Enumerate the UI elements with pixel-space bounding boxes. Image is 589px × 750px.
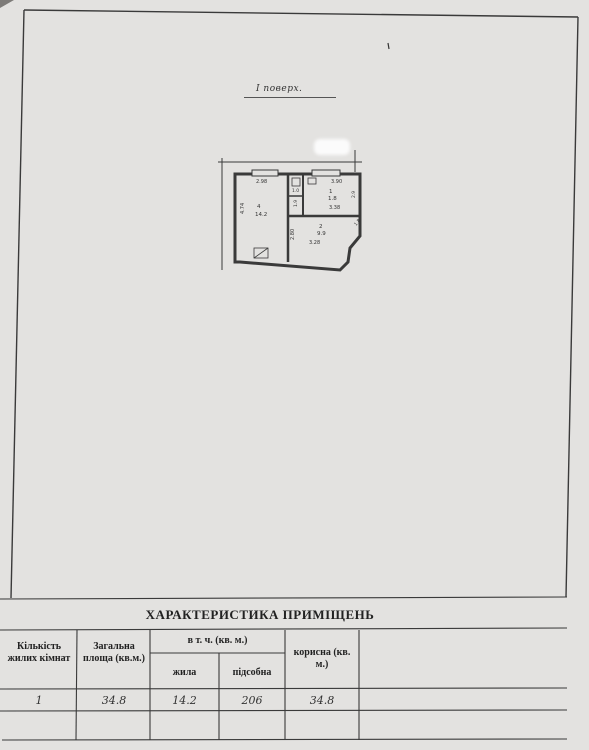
dim-bath-height: 1.9 xyxy=(293,200,299,207)
cell-total-area: 34.8 xyxy=(101,694,127,707)
header-rooms-count: Кількість жилих кімнат xyxy=(7,641,71,664)
sink-fixture xyxy=(307,177,317,185)
room-number-4: 4 xyxy=(257,204,261,210)
table-grid xyxy=(0,596,568,741)
dim-top-left: 2.98 xyxy=(256,179,267,185)
window-top-right xyxy=(311,169,341,177)
ink-mark xyxy=(387,42,390,50)
outer-walls xyxy=(233,172,362,272)
cell-living: 14.2 xyxy=(172,694,197,707)
dim-top-right: 3.90 xyxy=(331,179,342,185)
header-useful: корисна (кв. м.) xyxy=(293,647,351,670)
room-area-2: 9.9 xyxy=(317,231,326,237)
room-number-1: 1 xyxy=(329,189,333,195)
cell-auxiliary: 206 xyxy=(241,694,263,707)
dim-mid-width: 3.38 xyxy=(329,205,340,211)
room-area-4: 14.2 xyxy=(255,212,267,218)
header-total-area: Загальна площа (кв.м.) xyxy=(83,641,145,664)
frame-top-line xyxy=(23,9,579,18)
dim-bottom: 3.28 xyxy=(309,240,320,246)
frame-right-line xyxy=(565,16,579,598)
window-top-left xyxy=(251,169,279,177)
redacted-patch xyxy=(314,139,350,155)
floor-label: I поверх. xyxy=(256,84,303,94)
header-living: жила xyxy=(172,667,197,678)
dim-corner: 1.8 xyxy=(353,218,362,227)
dim-left-height: 4.74 xyxy=(240,203,246,214)
cell-rooms-count: 1 xyxy=(35,694,43,707)
dim-wc-width: 1.0 xyxy=(292,188,299,194)
dim-lower-left-height: 2.80 xyxy=(290,229,296,240)
dim-bath-side: 2.9 xyxy=(351,191,357,198)
cell-useful: 34.8 xyxy=(309,694,335,707)
frame-left-line xyxy=(10,9,25,599)
header-auxiliary: підсобна xyxy=(232,667,272,678)
entrance-fixture xyxy=(253,247,269,259)
wc-fixture xyxy=(291,177,301,187)
room-area-1: 1.8 xyxy=(328,196,337,202)
floor-label-underline xyxy=(244,97,336,98)
room-number-2: 2 xyxy=(319,224,323,230)
table-title: ХАРАКТЕРИСТИКА ПРИМІЩЕНЬ xyxy=(145,607,375,622)
header-incl: в т. ч. (кв. м.) xyxy=(187,635,248,646)
